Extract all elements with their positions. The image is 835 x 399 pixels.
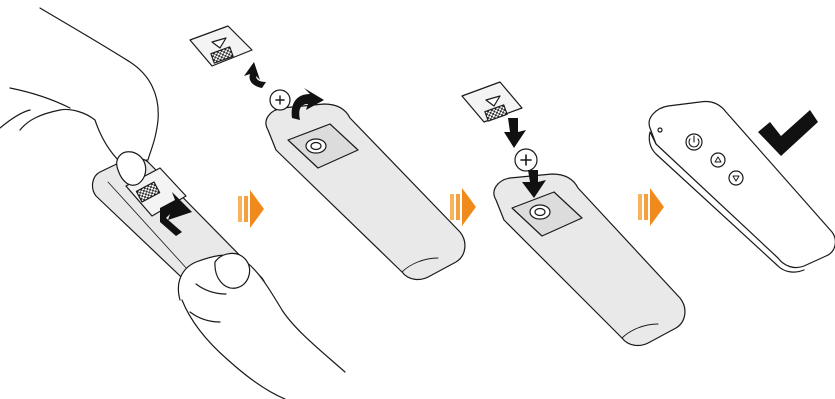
step-2-remove-cover-and-battery-icon [190, 26, 465, 279]
step-arrow-icon [638, 188, 664, 226]
step-1-hand-slide-cover-icon [0, 8, 345, 399]
step-arrow-icon [238, 190, 264, 228]
step-arrow-icon [450, 188, 476, 226]
checkmark-icon [758, 110, 818, 156]
